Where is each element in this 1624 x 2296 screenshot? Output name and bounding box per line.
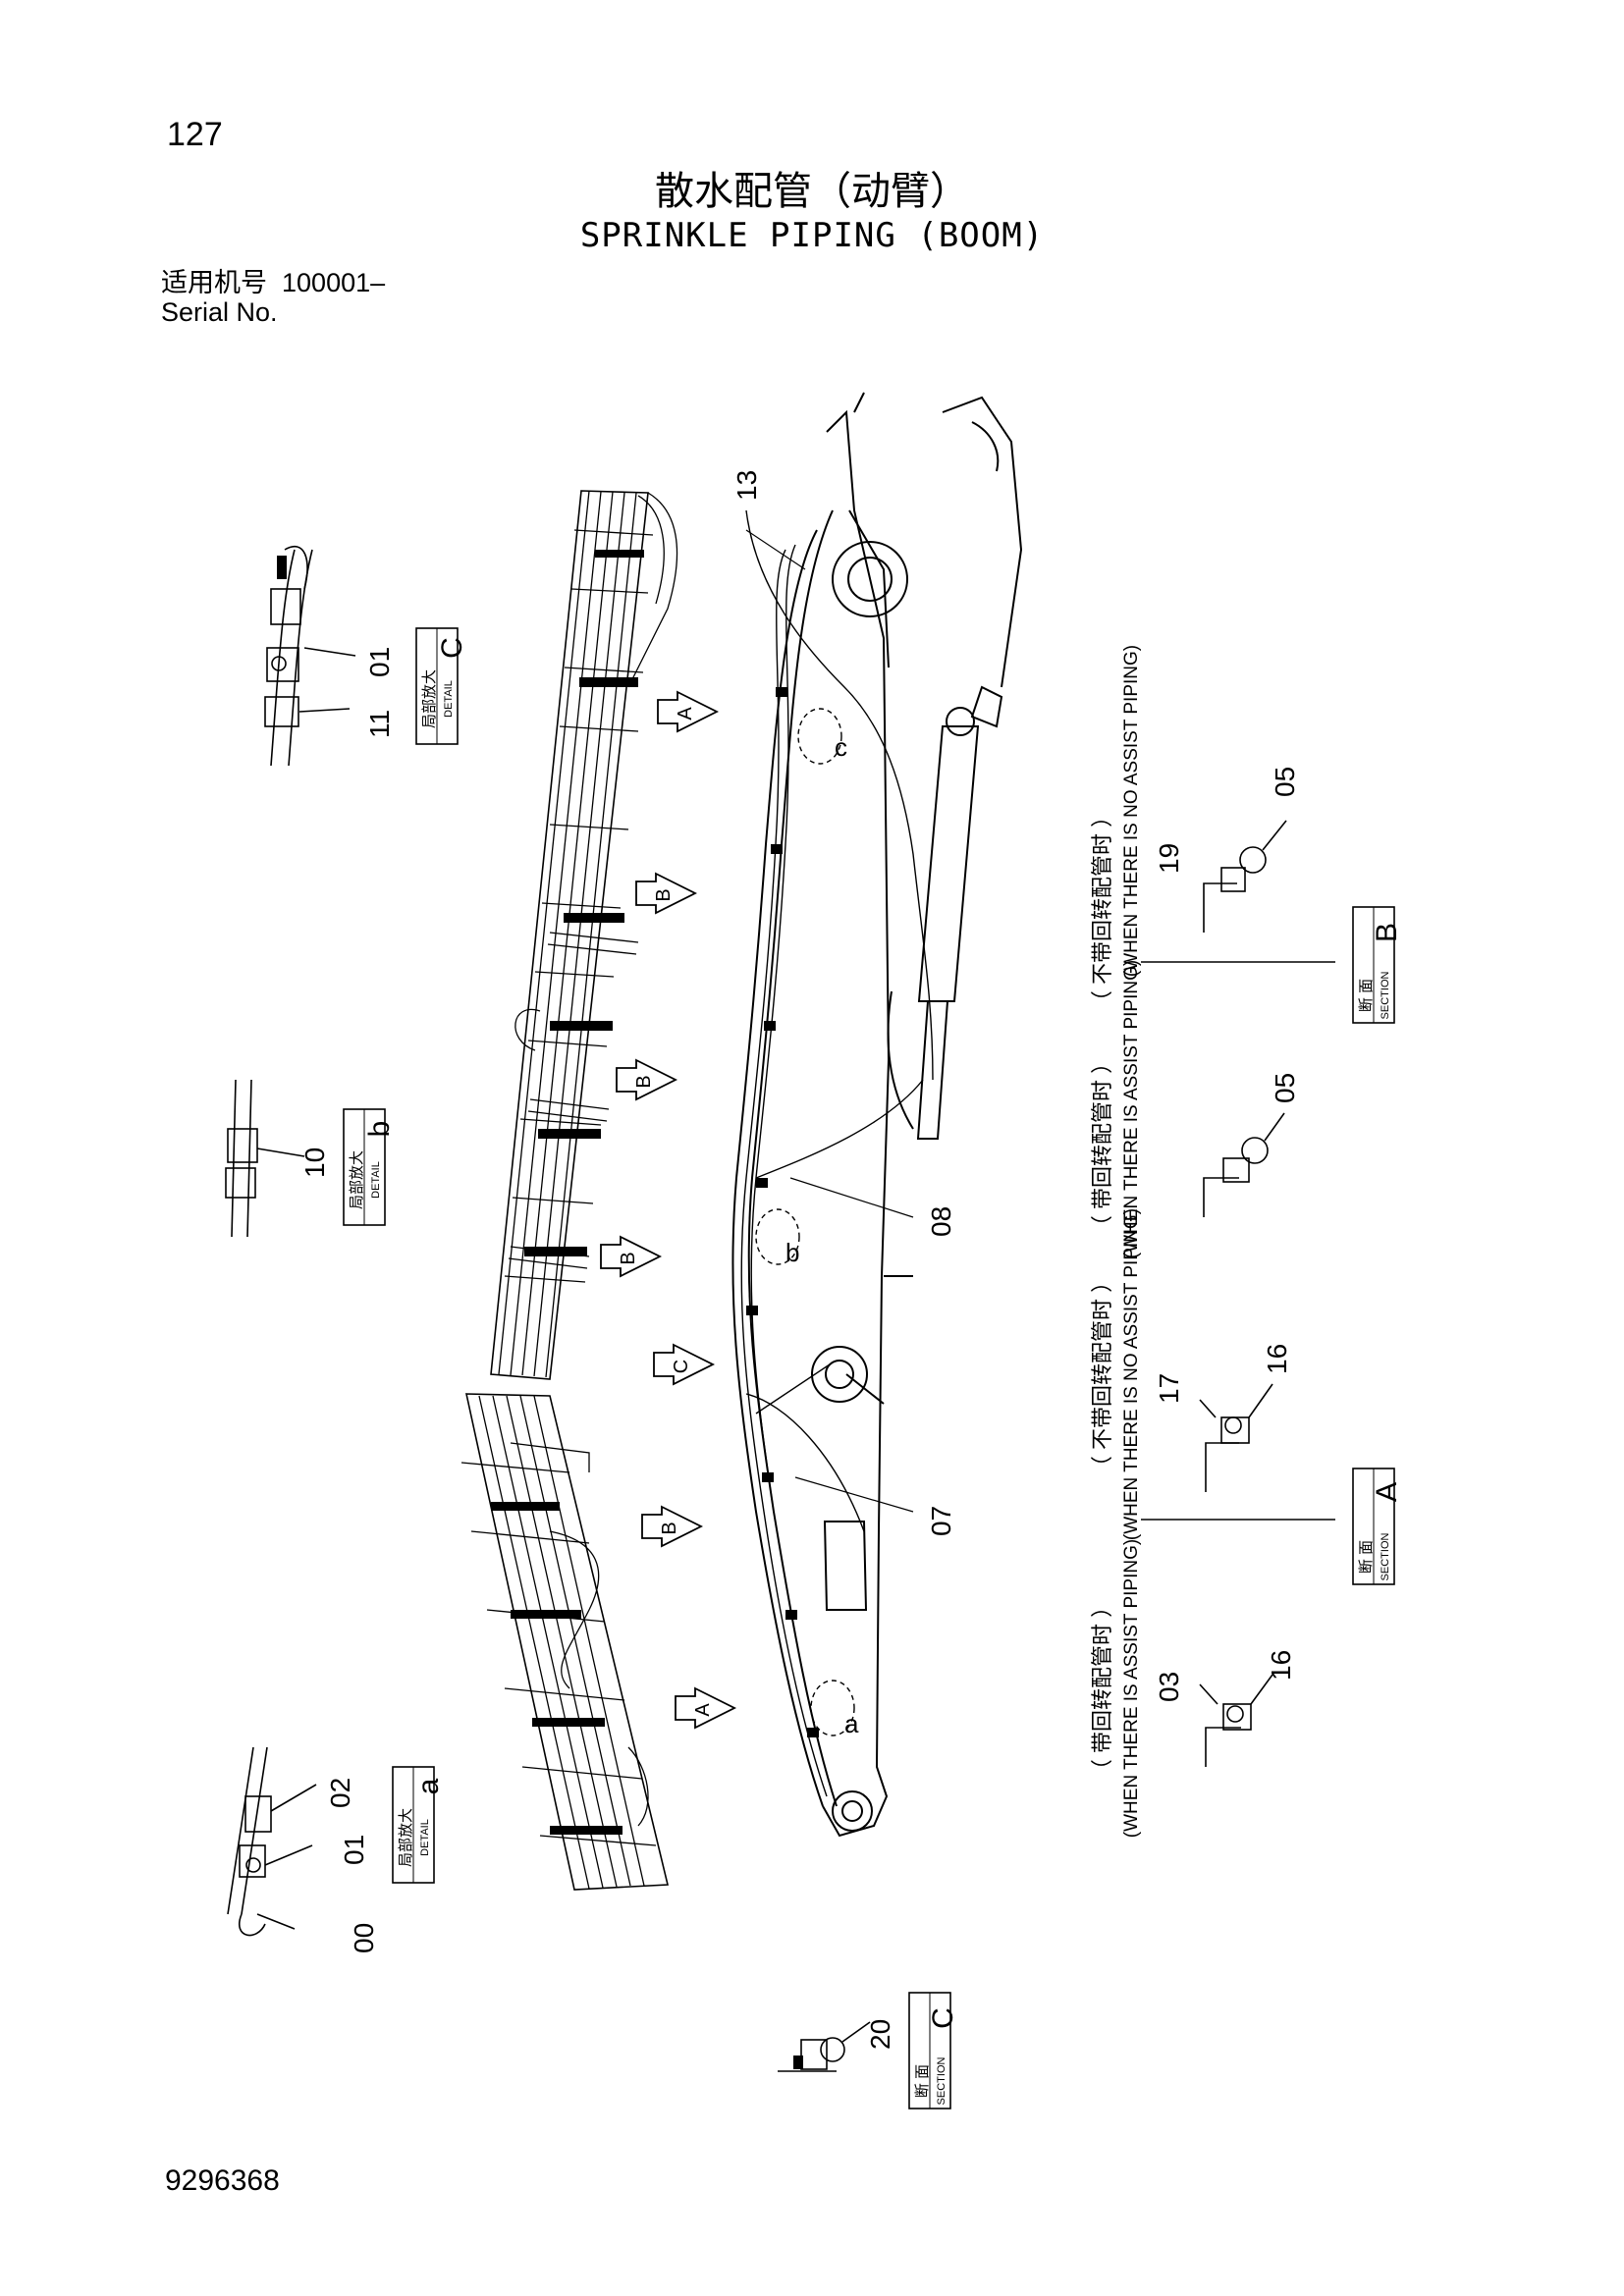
- detail-box-en: DETAIL: [443, 680, 455, 718]
- section-c-block: [793, 2056, 803, 2069]
- view-label-c: c: [835, 732, 847, 762]
- part-label-19: 19: [1154, 843, 1184, 874]
- section-c-drawing: [778, 2021, 871, 2072]
- section-box-letter: A: [1371, 1482, 1403, 1502]
- section-arrow-label: B: [633, 1075, 655, 1088]
- section-arrow-label: C: [671, 1360, 692, 1373]
- section-a-note-no-assist-en: (WHEN THERE IS NO ASSIST PIPING): [1121, 1208, 1142, 1540]
- section-b-assist-drawing: [1203, 1112, 1285, 1217]
- part-label-20: 20: [865, 2019, 895, 2050]
- detail-box-c: 局部放大 DETAIL C: [415, 627, 468, 745]
- part-label-03: 03: [1154, 1672, 1184, 1702]
- boom-structure: [731, 392, 1023, 1838]
- section-a-note-no-assist-cn: （ 不带回转配管时 ）: [1090, 1271, 1114, 1477]
- detail-box-cn: 局部放大: [421, 669, 438, 728]
- section-a-note-assist-en: (WHEN THERE IS ASSIST PIPING): [1121, 1539, 1142, 1838]
- hose-bundle-upper-clamps: [524, 550, 644, 1256]
- boom-piping-run: [740, 509, 934, 1797]
- detail-b-drawing: [225, 1079, 305, 1238]
- hose-bundle-upper: [490, 490, 678, 1380]
- detail-c-drawing: [264, 545, 356, 767]
- part-label-05: 05: [1270, 1073, 1300, 1103]
- serial-label-chinese: 适用机号: [161, 268, 267, 297]
- section-arrow-label: B: [653, 888, 675, 901]
- boom-cylinder: [887, 707, 980, 1140]
- section-box-en: SECTION: [936, 2057, 947, 2106]
- section-arrow-label: B: [659, 1522, 680, 1534]
- section-a-no-assist-drawing: [1199, 1383, 1273, 1492]
- part-label-02: 02: [325, 1778, 355, 1808]
- section-b-note-no-assist-en: (WHEN THERE IS NO ASSIST PIPING): [1121, 645, 1142, 977]
- section-box-a: 断 面 SECTION A: [1352, 1468, 1403, 1585]
- detail-box-en: DETAIL: [370, 1161, 382, 1199]
- part-label-01: 01: [339, 1835, 369, 1865]
- section-arrow-label: A: [692, 1703, 714, 1717]
- part-label-16: 16: [1266, 1650, 1296, 1681]
- detail-box-en: DETAIL: [419, 1819, 431, 1856]
- section-box-letter: B: [1371, 923, 1403, 942]
- section-b-note-assist-en: (WHEN THERE IS ASSIST PIPING): [1121, 960, 1142, 1258]
- part-label-05: 05: [1270, 767, 1300, 797]
- detail-box-a: 局部放大 DETAIL a: [392, 1766, 445, 1884]
- serial-block: 适用机号 100001– Serial No.: [161, 268, 385, 327]
- page-title-english: SPRINKLE PIPING (BOOM): [579, 216, 1045, 255]
- view-marker-a: [810, 1680, 855, 1736]
- part-label-11: 11: [364, 710, 395, 738]
- section-box-b: 断 面 SECTION B: [1352, 906, 1403, 1024]
- part-label-10: 10: [299, 1148, 330, 1178]
- part-label-07: 07: [926, 1506, 956, 1536]
- section-box-en: SECTION: [1380, 972, 1391, 1020]
- section-box-cn: 断 面: [1358, 1540, 1375, 1574]
- section-box-cn: 断 面: [1358, 979, 1375, 1012]
- view-marker-c: [797, 708, 842, 765]
- section-b-no-assist-drawing: [1203, 820, 1287, 933]
- section-box-letter: C: [927, 2007, 959, 2029]
- view-marker-b: [755, 1208, 800, 1265]
- part-label-17: 17: [1154, 1373, 1184, 1404]
- section-a-assist-drawing: [1199, 1674, 1273, 1767]
- part-label-01: 01: [364, 647, 395, 677]
- page-title-chinese: 散水配管（动臂）: [655, 169, 969, 214]
- section-arrow-label: B: [618, 1252, 639, 1264]
- document-number: 9296368: [165, 2164, 280, 2197]
- section-box-c: 断 面 SECTION C: [908, 1992, 959, 2109]
- serial-value: 100001–: [282, 268, 386, 297]
- boom-piping-clamps: [746, 687, 819, 1737]
- part-label-08: 08: [926, 1206, 956, 1237]
- part-label-00: 00: [349, 1923, 379, 1953]
- section-a-note-assist-cn: （ 带回转配管时 ）: [1090, 1596, 1114, 1781]
- section-b-note-no-assist-cn: （ 不带回转配管时 ）: [1090, 806, 1114, 1012]
- detail-a-drawing: [227, 1746, 317, 1937]
- detail-c-fitting: [277, 556, 287, 579]
- detail-box-cn: 局部放大: [349, 1150, 365, 1209]
- leader-lines: [745, 529, 914, 1513]
- section-arrow-label: A: [675, 707, 696, 721]
- detail-box-letter: C: [436, 637, 468, 659]
- detail-box-cn: 局部放大: [398, 1808, 414, 1867]
- serial-label-english: Serial No.: [161, 297, 278, 327]
- hose-bundle-lower-clamps: [491, 1502, 623, 1835]
- view-label-a: a: [844, 1709, 859, 1738]
- section-box-cn: 断 面: [914, 2064, 931, 2098]
- section-arrows: [600, 690, 737, 1730]
- part-label-13: 13: [731, 470, 762, 501]
- detail-box-b: 局部放大 DETAIL b: [343, 1108, 396, 1226]
- detail-box-letter: b: [363, 1121, 396, 1138]
- section-b-note-assist-cn: （ 带回转配管时 ）: [1090, 1052, 1114, 1237]
- detail-box-letter: a: [412, 1778, 445, 1794]
- page-number: 127: [167, 116, 223, 153]
- section-box-en: SECTION: [1380, 1533, 1391, 1581]
- hose-bundle-lower: [460, 1393, 670, 1891]
- part-label-16: 16: [1262, 1344, 1292, 1374]
- view-label-b: b: [785, 1238, 799, 1267]
